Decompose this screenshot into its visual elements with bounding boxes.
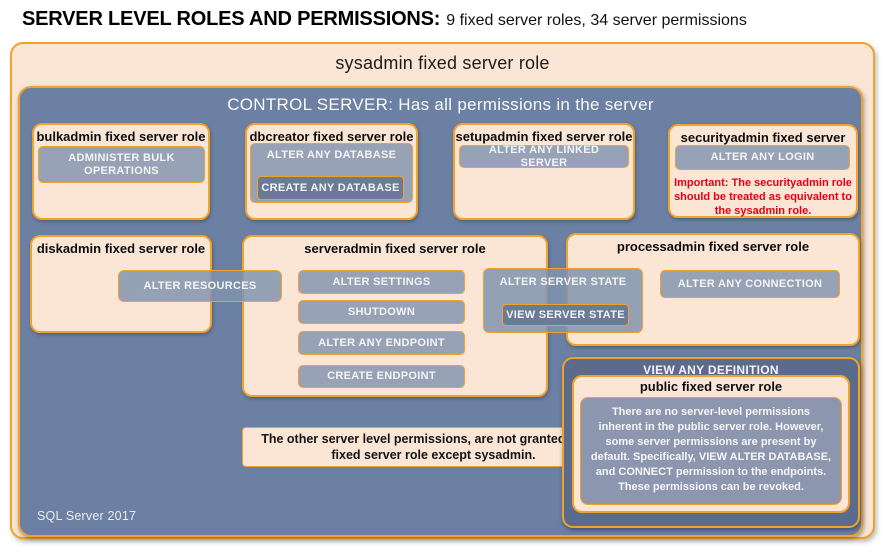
- page-title: SERVER LEVEL ROLES AND PERMISSIONS: 9 fix…: [22, 8, 747, 31]
- public-role-description: There are no server-level permissions in…: [580, 397, 842, 505]
- setupadmin-role-box: setupadmin fixed server role ALTER ANY L…: [453, 123, 635, 220]
- bulkadmin-role-box: bulkadmin fixed server role ADMINISTER B…: [32, 123, 210, 220]
- page-title-suffix: 9 fixed server roles, 34 server permissi…: [446, 12, 747, 29]
- diskadmin-role-title: diskadmin fixed server role: [36, 241, 206, 256]
- control-server-label: CONTROL SERVER: Has all permissions in t…: [227, 95, 654, 114]
- view-any-definition-box: VIEW ANY DEFINITION public fixed server …: [562, 357, 860, 528]
- permission-create-endpoint: CREATE ENDPOINT: [298, 365, 465, 388]
- sysadmin-role-label: sysadmin fixed server role: [335, 53, 550, 73]
- permission-view-server-state: VIEW SERVER STATE: [502, 304, 629, 326]
- permission-alter-server-state-label: ALTER SERVER STATE: [499, 276, 627, 288]
- setupadmin-role-title: setupadmin fixed server role: [455, 129, 633, 144]
- sql-server-version-label: SQL Server 2017: [37, 509, 137, 523]
- serveradmin-role-title: serveradmin fixed server role: [304, 241, 486, 256]
- permission-alter-any-database: ALTER ANY DATABASE CREATE ANY DATABASE: [250, 143, 413, 203]
- public-role-title: public fixed server role: [639, 379, 783, 394]
- permission-alter-any-connection: ALTER ANY CONNECTION: [660, 270, 840, 298]
- permission-administer-bulk-operations: ADMINISTER BULK OPERATIONS: [38, 146, 205, 183]
- permission-alter-any-database-label: ALTER ANY DATABASE: [266, 149, 397, 161]
- public-role-box: public fixed server role There are no se…: [572, 375, 850, 513]
- sysadmin-role-box: sysadmin fixed server role CONTROL SERVE…: [10, 42, 875, 539]
- permission-alter-any-endpoint: ALTER ANY ENDPOINT: [298, 331, 465, 355]
- page-title-main: SERVER LEVEL ROLES AND PERMISSIONS:: [22, 8, 441, 30]
- permission-create-any-database: CREATE ANY DATABASE: [257, 176, 404, 200]
- dbcreator-role-box: dbcreator fixed server role ALTER ANY DA…: [245, 123, 418, 220]
- other-permissions-note: The other server level permissions, are …: [242, 427, 625, 467]
- permission-alter-resources: ALTER RESOURCES: [118, 270, 282, 302]
- permission-alter-any-linked-server: ALTER ANY LINKED SERVER: [459, 144, 629, 169]
- permission-shutdown: SHUTDOWN: [298, 300, 465, 324]
- processadmin-role-title: processadmin fixed server role: [616, 239, 810, 254]
- view-any-definition-label: VIEW ANY DEFINITION: [643, 363, 779, 377]
- permission-alter-any-login: ALTER ANY LOGIN: [675, 145, 850, 170]
- permission-alter-server-state: ALTER SERVER STATE VIEW SERVER STATE: [483, 268, 643, 333]
- control-server-box: CONTROL SERVER: Has all permissions in t…: [18, 86, 863, 537]
- bulkadmin-role-title: bulkadmin fixed server role: [36, 129, 206, 144]
- dbcreator-role-title: dbcreator fixed server role: [249, 129, 414, 144]
- securityadmin-role-box: securityadmin fixed server role ALTER AN…: [668, 124, 858, 218]
- permission-alter-settings: ALTER SETTINGS: [298, 270, 465, 294]
- securityadmin-warning-text: Important: The securityadmin role should…: [674, 177, 852, 217]
